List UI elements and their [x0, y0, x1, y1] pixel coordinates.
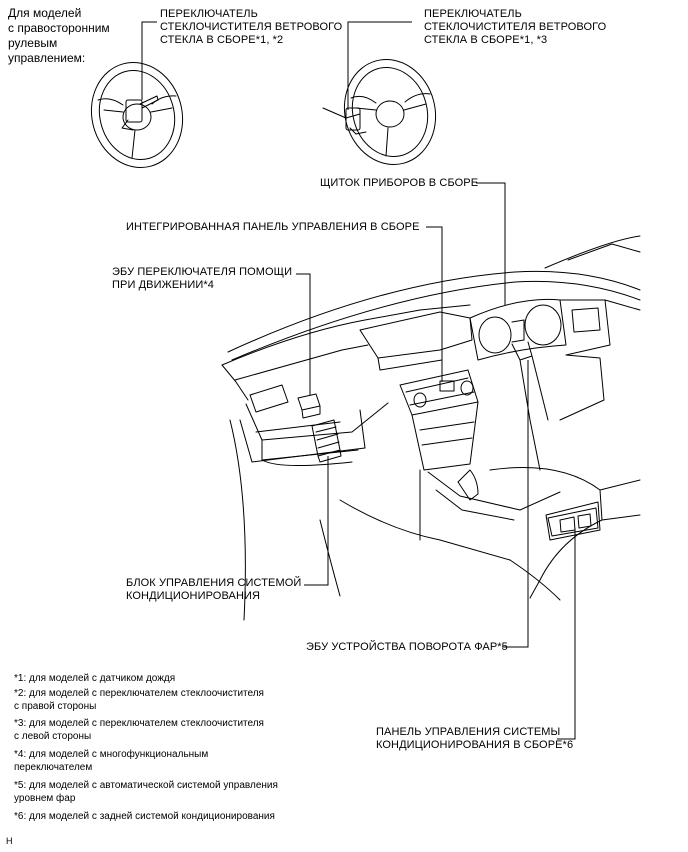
combination-meter-shape [469, 298, 567, 361]
callout-wiper-switch-lh: ПЕРЕКЛЮЧАТЕЛЬ СТЕКЛОЧИСТИТЕЛЯ ВЕТРОВОГО … [424, 8, 607, 46]
steering-wheel-lh [322, 58, 437, 166]
corner-mark: H [6, 836, 13, 846]
footnote-5: *5: для моделей с автоматической системо… [14, 780, 278, 804]
callout-rear-ac-panel: ПАНЕЛЬ УПРАВЛЕНИЯ СИСТЕМЫ КОНДИЦИОНИРОВА… [376, 726, 574, 751]
callout-ac-amplifier: БЛОК УПРАВЛЕНИЯ СИСТЕМОЙ КОНДИЦИОНИРОВАН… [126, 577, 302, 602]
rhd-models-note: Для моделей с правосторонним рулевым упр… [8, 6, 110, 65]
ac-amplifier-shape [311, 419, 342, 463]
callout-driving-support-ecu: ЭБУ ПЕРЕКЛЮЧАТЕЛЯ ПОМОЩИ ПРИ ДВИЖЕНИИ*4 [112, 266, 293, 291]
callout-combination-meter: ЩИТОК ПРИБОРОВ В СБОРЕ [320, 177, 479, 189]
callout-wiper-switch-rh: ПЕРЕКЛЮЧАТЕЛЬ СТЕКЛОЧИСТИТЕЛЯ ВЕТРОВОГО … [160, 8, 343, 46]
footnote-2: *2: для моделей с переключателем стеклоо… [14, 688, 264, 712]
footnote-1: *1: для моделей с датчиком дождя [14, 673, 176, 684]
footnote-4: *4: для моделей с многофункциональным пе… [14, 749, 209, 773]
callout-integrated-panel: ИНТЕГРИРОВАННАЯ ПАНЕЛЬ УПРАВЛЕНИЯ В СБОР… [126, 221, 420, 233]
steering-wheel-rh [90, 61, 184, 169]
driving-support-ecu-shape [297, 393, 321, 419]
footnote-6: *6: для моделей с задней системой кондиц… [14, 811, 275, 822]
callout-headlight-swivel-ecu: ЭБУ УСТРОЙСТВА ПОВОРОТА ФАР*5 [306, 641, 508, 653]
footnote-3: *3: для моделей с переключателем стеклоо… [14, 718, 264, 742]
